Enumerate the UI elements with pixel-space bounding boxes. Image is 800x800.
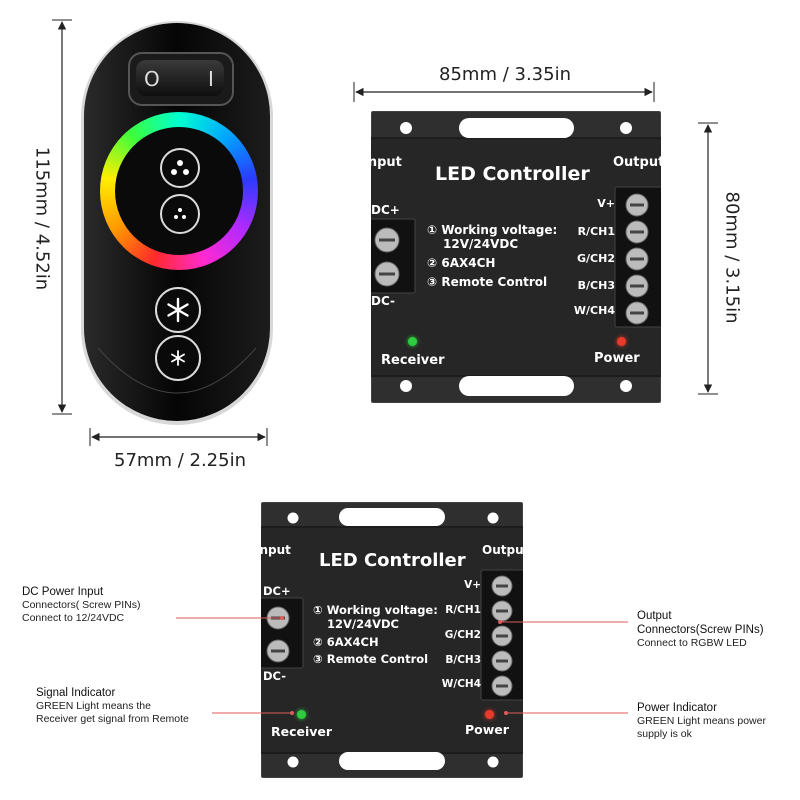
annotation-title: Signal Indicator (36, 687, 116, 699)
brightness-up-button[interactable] (155, 287, 201, 333)
dc-plus-label: DC+ (263, 584, 291, 598)
ch2-screw (622, 245, 656, 278)
annotation-lines (176, 616, 628, 715)
dc-minus-label: DC- (263, 669, 287, 683)
ch3-screw (488, 648, 520, 679)
annotation-line: Connectors( Screw PINs) (22, 599, 141, 611)
channel-b-ch3: B/CH3 (445, 654, 481, 666)
led-controller-top: Input Output LED Controller DC+ DC- ① Wo… (363, 111, 665, 403)
channel-w-ch4: W/CH4 (441, 678, 481, 690)
controller-body (371, 111, 661, 403)
v-plus-screw (622, 191, 656, 224)
dc-minus-screw (372, 259, 406, 294)
channel-g-ch2: G/CH2 (444, 629, 481, 641)
annotation-title: Output (637, 610, 672, 622)
switch-on-symbol: I (208, 67, 214, 91)
power-led (617, 337, 626, 346)
annotation-signal: Signal Indicator GREEN Light means the R… (36, 686, 189, 726)
receiver-led (297, 710, 306, 719)
annotation-output: Output Connectors(Screw PINs) Connect to… (637, 609, 764, 650)
led-controller-bottom: Input Output LED Controller DC+ DC- ① Wo… (255, 502, 529, 778)
annotation-line: Connect to RGBW LED (637, 637, 747, 649)
remote-height-label: 115mm / 4.52in (31, 146, 53, 291)
brightness-down-button[interactable] (155, 335, 201, 381)
receiver-label: Receiver (271, 724, 333, 739)
power-led (485, 710, 494, 719)
dots-icon (171, 160, 189, 175)
annotation-line: GREEN Light means the (36, 700, 151, 712)
ch1-screw (488, 598, 520, 629)
output-label: Output (482, 543, 530, 557)
ch1-screw (622, 218, 656, 251)
controller-width-label: 85mm / 3.35in (439, 64, 571, 85)
channel-v-plus: V+ (597, 197, 615, 210)
dc-plus-screw (372, 225, 406, 260)
small-dots-icon (174, 208, 186, 219)
brightness-down-icon (171, 350, 185, 366)
spec-line-2: ② 6AX4CH (427, 256, 496, 270)
spec-line-1: ① Working voltage: (313, 603, 438, 617)
ch3-screw (622, 272, 656, 305)
power-label: Power (594, 351, 640, 366)
channel-b-ch3: B/CH3 (577, 279, 615, 292)
remote-width-label: 57mm / 2.25in (114, 450, 246, 471)
spec-line-1b: 12V/24VDC (443, 237, 519, 251)
dc-minus-label: DC- (371, 294, 396, 308)
channel-v-plus: V+ (464, 579, 481, 591)
ch4-screw (488, 673, 520, 704)
annotation-line: GREEN Light means power (637, 715, 766, 727)
spec-line-3: ③ Remote Control (427, 275, 548, 289)
channel-r-ch1: R/CH1 (445, 604, 481, 616)
input-label: Input (363, 155, 402, 170)
annotation-line: Connect to 12/24VDC (22, 612, 125, 624)
color-touch-ring[interactable] (100, 112, 258, 270)
annotation-title: Power Indicator (637, 702, 717, 714)
mode-button-2[interactable] (160, 194, 200, 234)
power-switch[interactable]: O I (128, 52, 234, 106)
mode-button-1[interactable] (160, 148, 200, 188)
dc-plus-label: DC+ (371, 203, 400, 217)
annotation-title: DC Power Input (22, 586, 104, 598)
power-label: Power (465, 722, 509, 737)
ch2-screw (488, 623, 520, 654)
ch4-screw (622, 299, 656, 332)
input-label: Input (255, 543, 291, 557)
dimension-lines (52, 19, 718, 446)
controller-title: LED Controller (435, 163, 590, 185)
output-label: Output (613, 155, 665, 170)
spec-line-1: ① Working voltage: (427, 223, 558, 237)
channel-g-ch2: G/CH2 (577, 252, 615, 265)
dc-minus-screw (264, 636, 296, 671)
channel-r-ch1: R/CH1 (577, 225, 615, 238)
v-plus-screw (488, 573, 520, 604)
channel-w-ch4: W/CH4 (573, 304, 615, 317)
annotation-line: supply is ok (637, 728, 692, 740)
brightness-up-icon (167, 297, 189, 323)
receiver-led (408, 337, 417, 346)
annotation-line: Receiver get signal from Remote (36, 713, 189, 725)
controller-height-label: 80mm / 3.15in (721, 191, 743, 324)
annotation-power: Power Indicator GREEN Light means power … (637, 701, 766, 741)
spec-line-2: ② 6AX4CH (313, 635, 379, 649)
spec-line-1b: 12V/24VDC (327, 617, 399, 631)
spec-line-3: ③ Remote Control (313, 652, 429, 666)
switch-off-symbol: O (144, 67, 160, 91)
receiver-label: Receiver (381, 353, 445, 368)
annotation-line: Connectors(Screw PINs) (637, 624, 764, 636)
annotation-dc-power: DC Power Input Connectors( Screw PINs) C… (22, 585, 140, 625)
controller-body (261, 502, 523, 778)
controller-title: LED Controller (319, 550, 466, 571)
